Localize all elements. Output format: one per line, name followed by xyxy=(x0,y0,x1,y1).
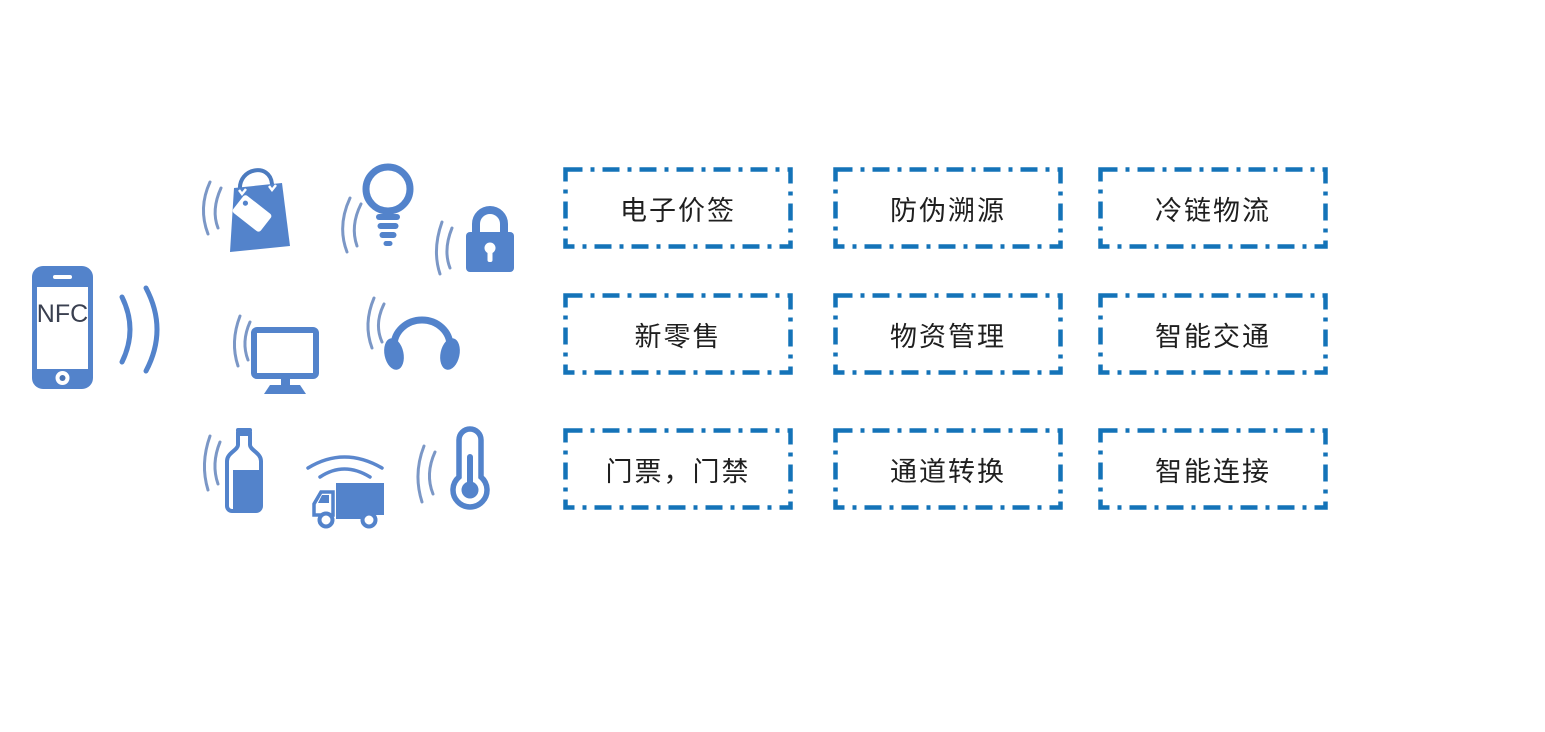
phone-signal-waves-icon xyxy=(119,285,160,374)
wave-arcs xyxy=(203,434,212,492)
lightbulb-icon xyxy=(341,163,414,254)
headband xyxy=(390,316,454,354)
app-box-label: 物资管理 xyxy=(890,321,1006,352)
dashed-border xyxy=(833,428,1063,510)
dashed-border xyxy=(563,167,793,249)
app-box-anti-counterfeit-traceability: 防伪溯源 xyxy=(833,167,1063,249)
app-box-asset-management: 物资管理 xyxy=(833,293,1063,375)
bottle-icon xyxy=(203,428,263,513)
shopping-bag-icon xyxy=(202,168,290,252)
wave-arcs xyxy=(416,444,426,504)
dashed-border xyxy=(1098,293,1328,375)
dashed-border xyxy=(563,293,793,375)
wave-arcs xyxy=(366,296,376,350)
app-box-smart-connection: 智能连接 xyxy=(1098,428,1328,510)
app-box-electronic-shelf-label: 电子价签 xyxy=(563,167,793,249)
nfc-label: NFC xyxy=(37,300,88,328)
app-box-tickets-access-control: 门票，门禁 xyxy=(563,428,793,510)
app-box-new-retail: 新零售 xyxy=(563,293,793,375)
dashed-border xyxy=(1098,428,1328,510)
app-box-cold-chain-logistics: 冷链物流 xyxy=(1098,167,1328,249)
wave-arcs xyxy=(233,314,242,368)
padlock-icon xyxy=(435,206,514,276)
app-box-label: 防伪溯源 xyxy=(890,195,1006,226)
wave-arcs xyxy=(202,180,212,236)
app-box-label: 电子价签 xyxy=(620,195,736,226)
nfc-phone-icon: NFC xyxy=(32,266,93,389)
dashed-border xyxy=(833,167,1063,249)
app-box-label: 新零售 xyxy=(634,321,722,352)
app-box-label: 智能连接 xyxy=(1155,456,1271,487)
dashed-border xyxy=(1098,167,1328,249)
lock-shackle xyxy=(472,206,508,234)
truck-wheel xyxy=(317,511,335,529)
wave-arcs xyxy=(306,455,384,470)
app-box-channel-conversion: 通道转换 xyxy=(833,428,1063,510)
wave-arcs xyxy=(341,196,352,254)
app-box-label: 门票，门禁 xyxy=(605,456,751,487)
phone-speaker xyxy=(53,275,72,279)
app-box-label: 智能交通 xyxy=(1155,321,1271,352)
dashed-border xyxy=(563,428,793,510)
dashed-border xyxy=(833,293,1063,375)
price-tag xyxy=(232,195,272,232)
monitor-icon xyxy=(233,314,319,394)
bag-handle xyxy=(237,168,274,192)
phone-screen xyxy=(37,287,88,369)
headphones-icon xyxy=(366,296,460,370)
app-box-smart-transportation: 智能交通 xyxy=(1098,293,1328,375)
app-box-label: 通道转换 xyxy=(890,456,1006,487)
truck-icon xyxy=(306,455,384,529)
thermometer-icon xyxy=(416,426,490,510)
truck-cargo xyxy=(336,483,384,515)
wave-arcs xyxy=(435,220,444,276)
app-box-label: 冷链物流 xyxy=(1155,195,1271,226)
truck-wheel xyxy=(360,511,378,529)
